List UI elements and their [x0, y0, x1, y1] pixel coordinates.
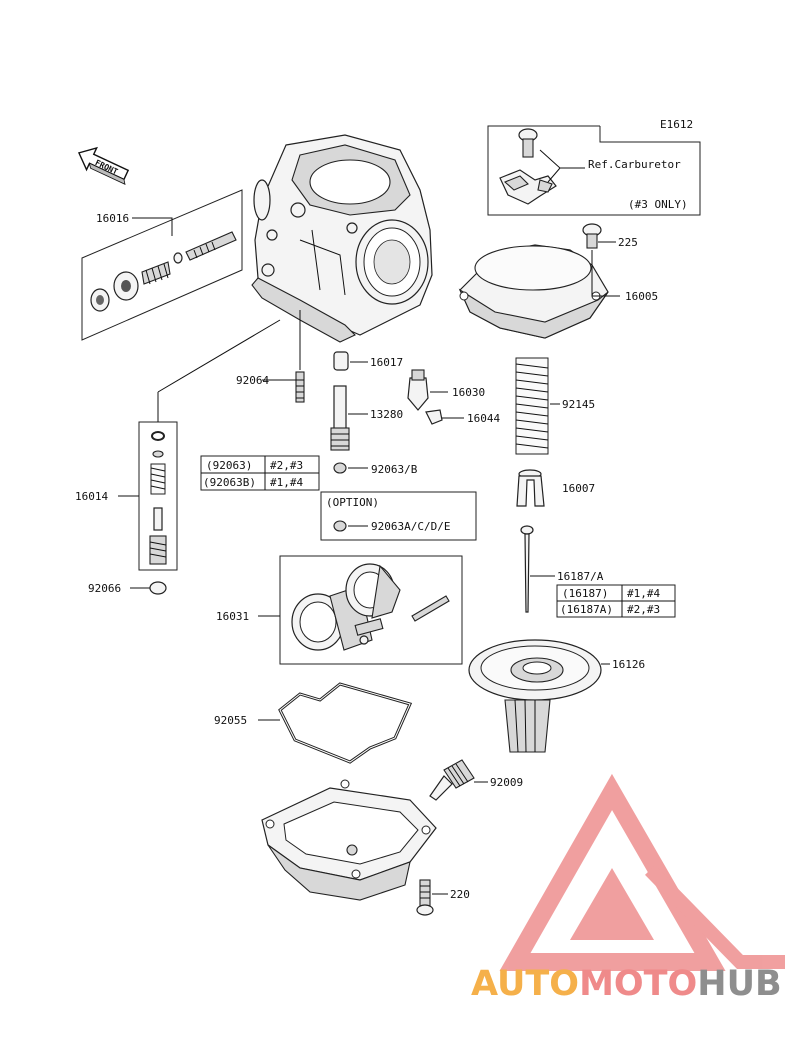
svg-text:AUTOMOTOHUB: AUTOMOTOHUB [471, 964, 782, 1004]
table-16187-r1c0: (16187A) [560, 603, 613, 616]
table-92063-r0c0: (92063) [206, 459, 252, 472]
part-92063b: 92063/B [333, 462, 418, 476]
table-16187-r0c1: #1,#4 [627, 587, 660, 600]
watermark-triangle-inner [570, 868, 654, 940]
ref-bracket-icon [499, 169, 557, 205]
part-16126-diaphragm: 16126 [468, 639, 645, 753]
label-16014: 16014 [75, 490, 108, 503]
part-92066: 92066 [88, 581, 167, 595]
label-92063acde: 92063A/C/D/E [371, 520, 450, 533]
option-label: (OPTION) [326, 496, 379, 509]
label-92064: 92064 [236, 374, 269, 387]
part-16187a-needle: 16187/A [520, 525, 604, 613]
label-16126: 16126 [612, 658, 645, 671]
part-16016-parts [90, 231, 237, 312]
label-16031: 16031 [216, 610, 249, 623]
label-92066: 92066 [88, 582, 121, 595]
table-16187-r1c1: #2,#3 [627, 603, 660, 616]
front-arrow-icon: FRONT [77, 146, 130, 185]
part-92145-spring: 92145 [515, 357, 595, 455]
label-92063b: 92063/B [371, 463, 418, 476]
label-16017: 16017 [370, 356, 403, 369]
watermark-hub: HUB [697, 964, 781, 1004]
table-16187: (16187) #1,#4 (16187A) #2,#3 [556, 584, 676, 618]
part-220-screw: 220 [416, 879, 470, 916]
watermark-auto: AUTO [471, 964, 579, 1004]
part-92064: 92064 [236, 310, 305, 403]
label-13280: 13280 [370, 408, 403, 421]
label-16187a: 16187/A [557, 570, 604, 583]
float-bowl [261, 779, 437, 901]
part-16044: 16044 [425, 409, 500, 425]
label-225: 225 [618, 236, 638, 249]
carburetor-body [251, 134, 433, 343]
label-16030: 16030 [452, 386, 485, 399]
ref-carburetor-text: Ref.Carburetor [588, 158, 681, 171]
watermark-moto: MOTO [579, 964, 697, 1004]
label-16007: 16007 [562, 482, 595, 495]
diagram-code: E1612 [660, 118, 693, 131]
label-92145: 92145 [562, 398, 595, 411]
part-16031-group: 16031 [216, 555, 463, 665]
table-16187-r0c0: (16187) [562, 587, 608, 600]
part-16016-group: 16016 [81, 189, 243, 341]
part-13280: 13280 [330, 385, 403, 451]
table-92063-r1c0: (92063B) [203, 476, 256, 489]
label-16016: 16016 [96, 212, 129, 225]
part-16017: 16017 [333, 351, 403, 371]
part-16030: 16030 [407, 369, 485, 411]
part-92009: 92009 [429, 759, 523, 801]
table-92063: (92063) #2,#3 (92063B) #1,#4 [200, 455, 320, 491]
watermark-triangle-arm [644, 865, 785, 969]
label-16005: 16005 [625, 290, 658, 303]
table-92063-r1c1: #1,#4 [270, 476, 303, 489]
label-92055: 92055 [214, 714, 247, 727]
label-16044: 16044 [467, 412, 500, 425]
label-220: 220 [450, 888, 470, 901]
ref-carburetor-box: Ref.Carburetor (#3 ONLY) [487, 125, 701, 216]
part-16005-top-cover: 16005 [458, 244, 658, 339]
option-box: (OPTION) 92063A/C/D/E [320, 491, 477, 541]
part-16007: 16007 [516, 469, 595, 507]
watermark-logo [499, 773, 785, 971]
label-92009: 92009 [490, 776, 523, 789]
part-92055-gasket: 92055 [214, 682, 413, 764]
ref-screw-icon [518, 128, 538, 158]
table-92063-r0c1: #2,#3 [270, 459, 303, 472]
ref-carburetor-note: (#3 ONLY) [628, 198, 688, 211]
part-225-screw: 225 [582, 223, 638, 249]
part-16014-group: 16014 [75, 319, 281, 571]
